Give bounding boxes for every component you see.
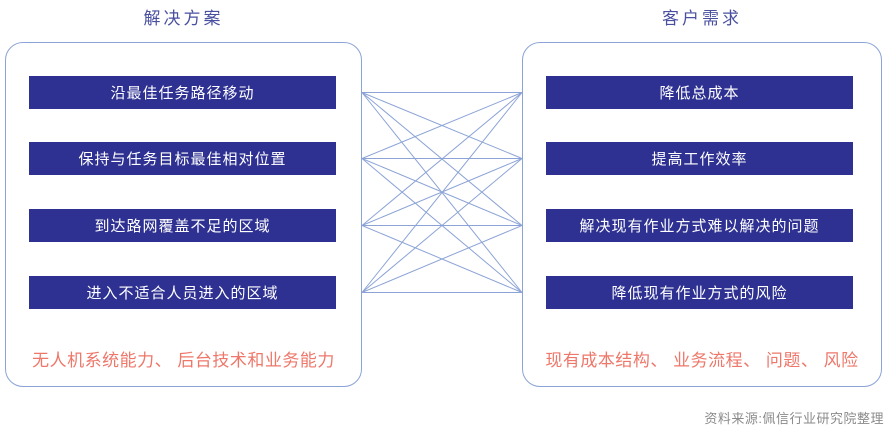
solution-box: 沿最佳任务路径移动 (29, 76, 336, 109)
solution-box: 到达路网覆盖不足的区域 (29, 209, 336, 242)
right-panel: 降低总成本 提高工作效率 解决现有作业方式难以解决的问题 降低现有作业方式的风险… (522, 42, 882, 387)
left-panel: 沿最佳任务路径移动 保持与任务目标最佳相对位置 到达路网覆盖不足的区域 进入不适… (5, 42, 362, 387)
demand-box: 降低现有作业方式的风险 (546, 276, 853, 309)
solution-box: 保持与任务目标最佳相对位置 (29, 142, 336, 175)
solution-box: 进入不适合人员进入的区域 (29, 276, 336, 309)
demand-box: 提高工作效率 (546, 142, 853, 175)
demand-box: 解决现有作业方式难以解决的问题 (546, 209, 853, 242)
source-note: 资料来源:佩信行业研究院整理 (704, 411, 884, 426)
right-panel-caption: 现有成本结构、 业务流程、 问题、 风险 (545, 351, 859, 370)
left-panel-caption: 无人机系统能力、 后台技术和业务能力 (32, 351, 335, 370)
demand-box: 降低总成本 (546, 76, 853, 109)
left-panel-title: 解决方案 (143, 9, 224, 28)
right-panel-title: 客户需求 (662, 9, 742, 28)
